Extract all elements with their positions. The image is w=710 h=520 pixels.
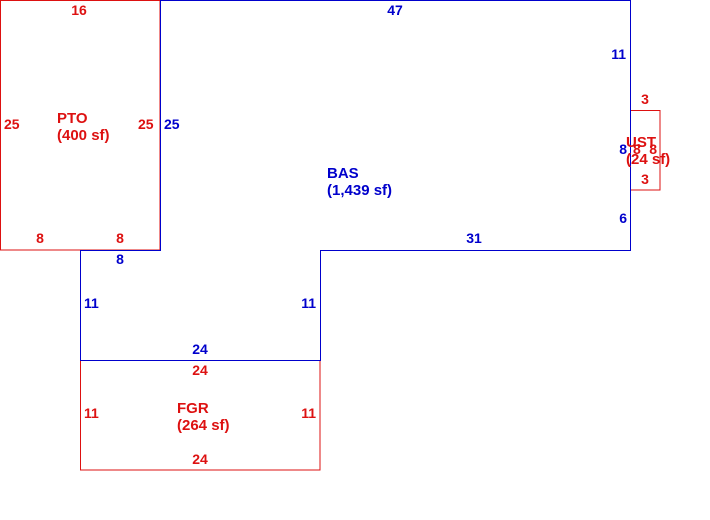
ust-right-dimension: 8 <box>649 141 657 157</box>
ust-top-dimension: 3 <box>641 91 649 107</box>
bas-top-dimension: 47 <box>387 2 403 18</box>
pto-top-dimension: 16 <box>71 2 87 18</box>
bas-right-middle-dimension: 8 <box>619 141 627 157</box>
ust-area-name: UST <box>626 134 656 151</box>
bas-step-top-dimension: 8 <box>116 251 124 267</box>
bas-right-lower-dimension: 6 <box>619 210 627 226</box>
pto-area-name: PTO <box>57 110 88 127</box>
bas-bottom-right-dimension: 31 <box>466 230 482 246</box>
fgr-top-dimension: 24 <box>192 362 208 378</box>
bas-inner-right-dimension: 11 <box>301 295 316 311</box>
bas-right-upper-dimension: 11 <box>611 46 626 62</box>
pto-left-dimension: 25 <box>4 116 20 132</box>
bas-left-dimension: 25 <box>164 116 180 132</box>
fgr-area-size: (264 sf) <box>177 417 230 434</box>
bas-left-lower-dimension: 11 <box>84 295 99 311</box>
bas-area-name: BAS <box>327 165 359 182</box>
fgr-bottom-dimension: 24 <box>192 451 208 467</box>
fgr-left-dimension: 11 <box>84 405 99 421</box>
ust-left-dimension: 8 <box>633 141 641 157</box>
fgr-area-name: FGR <box>177 400 209 417</box>
bas-bottom-dimension: 24 <box>192 341 208 357</box>
pto-bottom-left-dimension: 8 <box>36 230 44 246</box>
pto-bottom-right-dimension: 8 <box>116 230 124 246</box>
ust-area-size: (24 sf) <box>626 151 670 168</box>
pto-right-dimension: 25 <box>138 116 154 132</box>
ust-bottom-dimension: 3 <box>641 171 649 187</box>
pto-area-size: (400 sf) <box>57 127 110 144</box>
bas-outline <box>80 0 631 361</box>
bas-area-size: (1,439 sf) <box>327 182 392 199</box>
fgr-right-dimension: 11 <box>301 405 316 421</box>
